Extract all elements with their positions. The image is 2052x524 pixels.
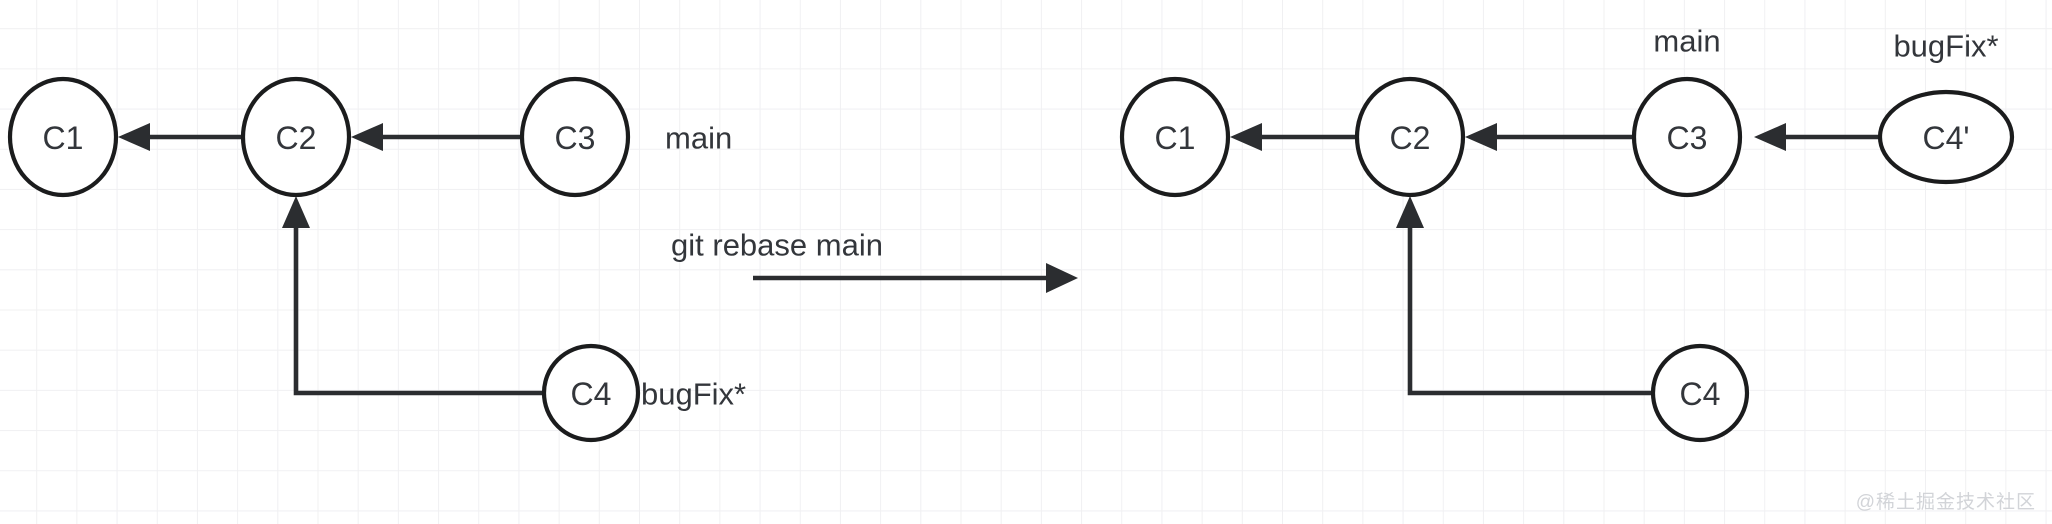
node-after-c4-label: C4 <box>1680 376 1721 412</box>
node-after-c4-prime[interactable]: C4' <box>1877 89 2015 185</box>
before-graph: C1 C2 C3 C4 main bugFix* <box>7 76 746 443</box>
node-after-c4-shape[interactable] <box>1650 343 1750 443</box>
operation-arrowhead <box>1046 263 1078 293</box>
edge-line-after-c4-c2 <box>1407 218 1653 396</box>
after-graph: main bugFix* C1 C2 C3 C4' C4 <box>1119 24 2015 443</box>
node-c1-shape[interactable] <box>7 76 119 198</box>
watermark: @稀土掘金技术社区 <box>1855 492 2036 513</box>
node-after-c4-prime-shape[interactable] <box>1877 89 2015 185</box>
node-c3-shape[interactable] <box>519 76 631 198</box>
node-c2-shape[interactable] <box>240 76 352 198</box>
edge-after-c2-to-c1 <box>1230 123 1357 151</box>
edge-c2-to-c1 <box>118 123 243 151</box>
node-after-c1-label: C1 <box>1155 120 1196 156</box>
arrowhead-c3-c2 <box>351 123 383 151</box>
node-after-c3-label: C3 <box>1667 120 1708 156</box>
arrowhead-after-c3-c2 <box>1465 123 1497 151</box>
node-after-c2-shape[interactable] <box>1354 76 1466 198</box>
branch-label-after-bugfix: bugFix* <box>1893 29 1998 64</box>
arrowhead-c2-c1 <box>118 123 150 151</box>
edge-after-c4p-to-c3 <box>1754 123 1880 151</box>
node-after-c2-label: C2 <box>1390 120 1431 156</box>
node-after-c4[interactable]: C4 <box>1650 343 1750 443</box>
node-c2[interactable]: C2 <box>240 76 352 198</box>
edge-after-c4-to-c2 <box>1396 196 1653 396</box>
node-after-c3[interactable]: C3 <box>1631 76 1743 198</box>
node-c1-label: C1 <box>43 120 84 156</box>
branch-label-after-main: main <box>1653 24 1720 59</box>
node-c2-label: C2 <box>276 120 317 156</box>
edge-line-c4-c2 <box>293 218 544 396</box>
node-after-c1-shape[interactable] <box>1119 76 1231 198</box>
node-after-c3-shape[interactable] <box>1631 76 1743 198</box>
arrowhead-after-c4-c2 <box>1396 196 1424 228</box>
node-after-c4-prime-label: C4' <box>1922 120 1969 156</box>
node-after-c1[interactable]: C1 <box>1119 76 1231 198</box>
edge-c3-to-c2 <box>351 123 522 151</box>
edge-c4-to-c2 <box>282 196 544 396</box>
node-c4-shape[interactable] <box>541 343 641 443</box>
node-c4-label: C4 <box>571 376 612 412</box>
branch-label-bugfix: bugFix* <box>641 377 746 412</box>
node-c3[interactable]: C3 <box>519 76 631 198</box>
node-c4[interactable]: C4 <box>541 343 641 443</box>
arrowhead-c4-c2 <box>282 196 310 228</box>
operation-label: git rebase main <box>671 228 883 263</box>
edge-after-c3-to-c2 <box>1465 123 1634 151</box>
node-after-c2[interactable]: C2 <box>1354 76 1466 198</box>
operation-arrow: git rebase main <box>671 228 1078 293</box>
node-c3-label: C3 <box>555 120 596 156</box>
arrowhead-after-c2-c1 <box>1230 123 1262 151</box>
node-c1[interactable]: C1 <box>7 76 119 198</box>
arrowhead-after-c4p-c3 <box>1754 123 1786 151</box>
branch-label-main: main <box>665 121 732 156</box>
